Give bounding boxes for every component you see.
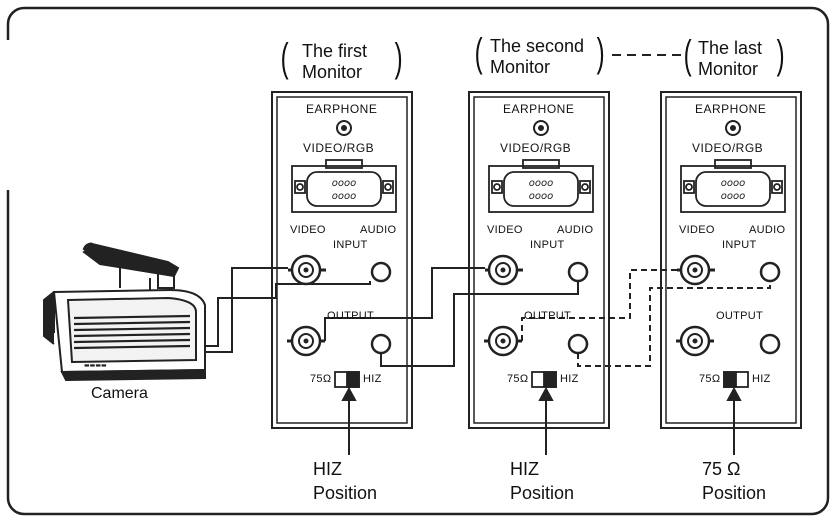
outer-frame (6, 6, 830, 516)
earphone-jack (336, 120, 741, 136)
camera-icon: ▬▬▬▬ (43, 242, 206, 382)
svg-text:oooo: oooo (529, 178, 553, 189)
svg-text:oooo: oooo (332, 178, 356, 189)
monitor-panel-2 (468, 91, 610, 429)
rgb-connector-icon: oooo oooo oooo oooo oooo oooo (291, 159, 786, 213)
svg-text:oooo: oooo (332, 191, 356, 202)
bnc-connector-icon (287, 254, 715, 357)
svg-text:▬▬▬▬: ▬▬▬▬ (84, 362, 107, 369)
impedance-switch (334, 371, 749, 388)
video-cable (205, 267, 579, 367)
dashed-cable (521, 269, 771, 367)
monitor-panel-3 (660, 91, 802, 429)
svg-text:oooo: oooo (529, 191, 553, 202)
audio-jack-icon (370, 261, 781, 355)
pointer-arrow (341, 386, 742, 455)
svg-text:oooo: oooo (721, 178, 745, 189)
monitor-panel-1 (271, 91, 413, 429)
svg-text:oooo: oooo (721, 191, 745, 202)
